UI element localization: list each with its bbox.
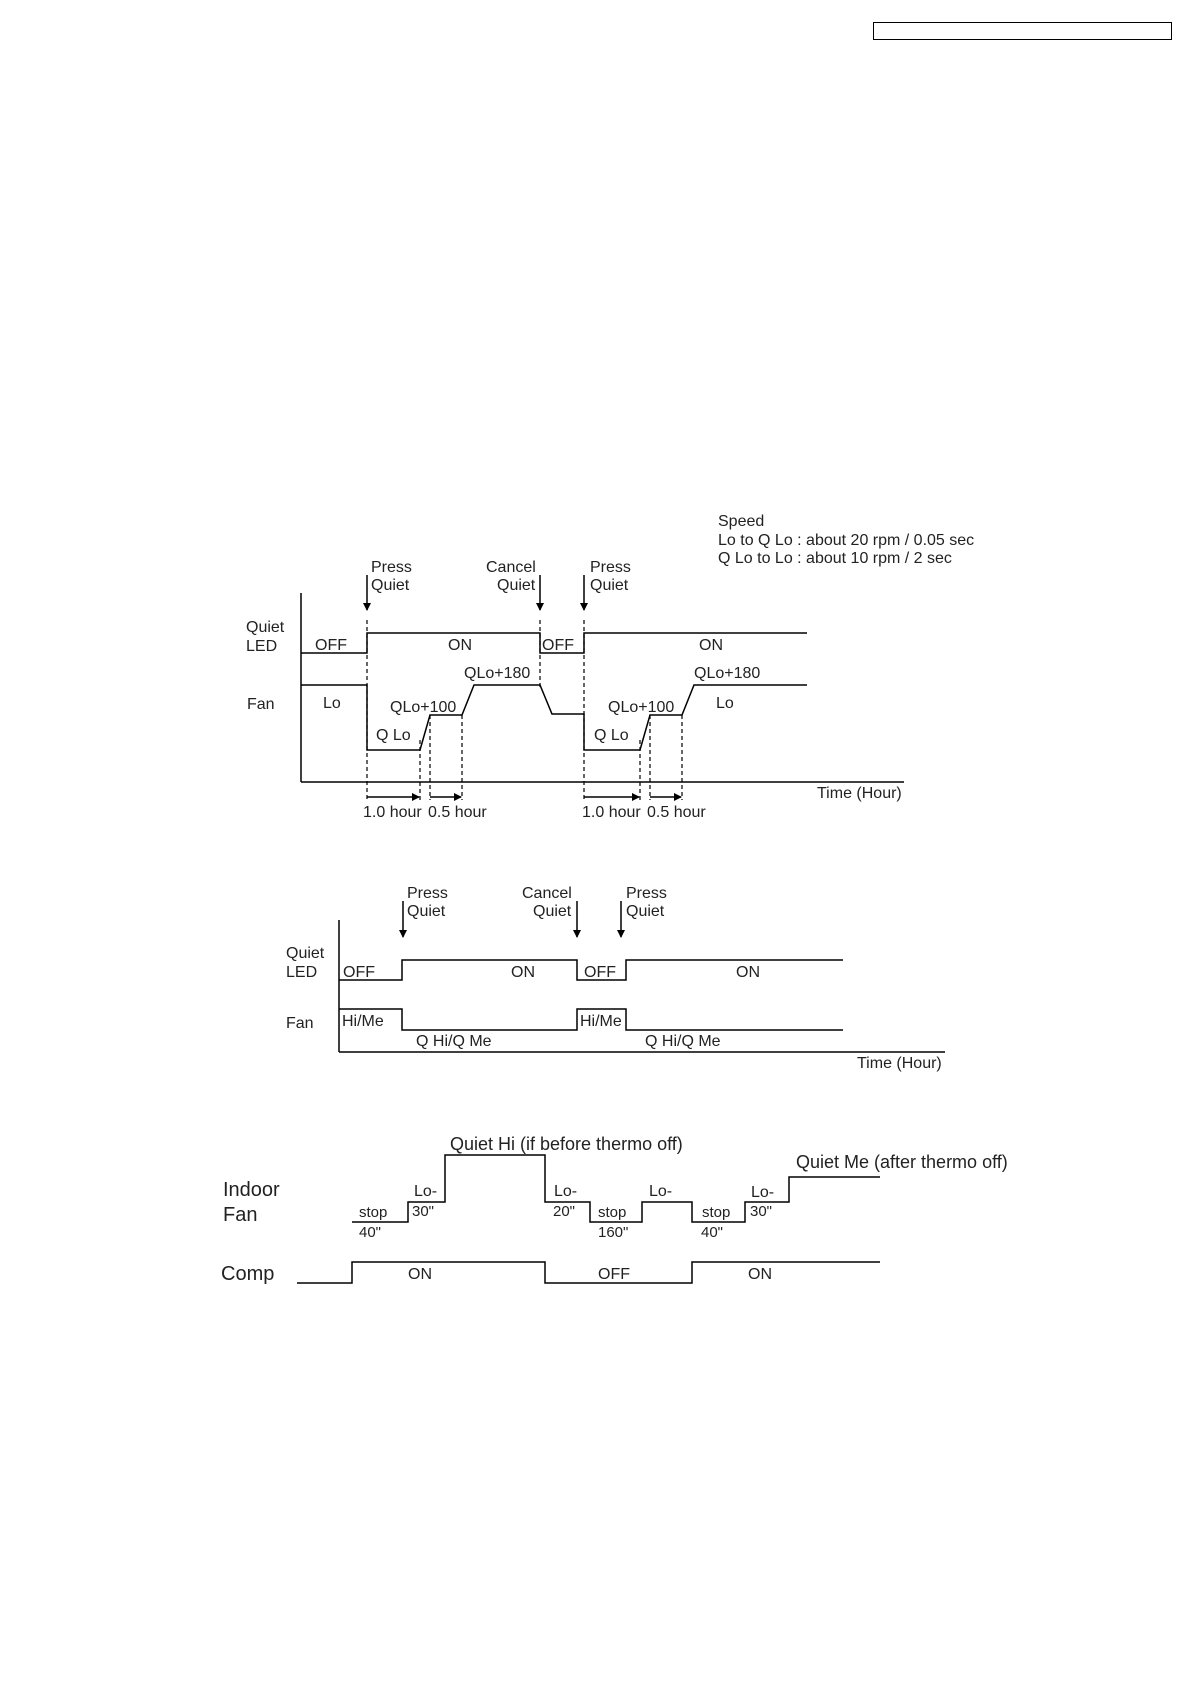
label-stop-1: stop (359, 1204, 387, 1221)
comp-on-1: ON (408, 1266, 432, 1283)
event-press-1: Press (371, 559, 412, 576)
row-label-fan: Fan (286, 1015, 314, 1032)
speed-line-2: Q Lo to Lo : about 10 rpm / 2 sec (718, 550, 952, 567)
duration-1h-b: 1.0 hour (582, 804, 641, 821)
fan-qlo-2: Q Lo (594, 727, 629, 744)
event-press-1-quiet: Quiet (371, 577, 410, 594)
led-off-2: OFF (584, 964, 616, 981)
label-stop-2: stop (598, 1204, 626, 1221)
speed-line-1: Lo to Q Lo : about 20 rpm / 0.05 sec (718, 532, 974, 549)
led-off-1: OFF (343, 964, 375, 981)
row-label-fan: Fan (247, 696, 275, 713)
label-20s: 20" (553, 1203, 575, 1220)
event-press-1: Press (407, 885, 448, 902)
label-stop-3: stop (702, 1204, 730, 1221)
label-40s-1: 40" (359, 1224, 381, 1241)
fan-qlo180-2: QLo+180 (694, 665, 760, 682)
event-press-2-quiet: Quiet (590, 577, 629, 594)
fan-qlo180-1: QLo+180 (464, 665, 530, 682)
event-cancel: Cancel (522, 885, 572, 902)
fan-qlo100-1: QLo+100 (390, 699, 456, 716)
diagram-2-quiet-hi-me: Press Quiet Cancel Quiet Press Quiet Qui… (286, 885, 945, 1072)
led-on-1: ON (448, 637, 472, 654)
led-on-2: ON (736, 964, 760, 981)
led-on-2: ON (699, 637, 723, 654)
fan-hime-2: Hi/Me (580, 1013, 622, 1030)
row-label-quiet: Quiet (246, 619, 285, 636)
row-label-fan: Fan (223, 1204, 257, 1226)
label-quiet-hi: Quiet Hi (if before thermo off) (450, 1134, 683, 1154)
label-40s-2: 40" (701, 1224, 723, 1241)
comp-on-2: ON (748, 1266, 772, 1283)
fan-qlo100-2: QLo+100 (608, 699, 674, 716)
label-lo-1: Lo- (414, 1183, 437, 1200)
row-label-indoor: Indoor (223, 1179, 280, 1201)
fan-qlo-1: Q Lo (376, 727, 411, 744)
event-press-1-quiet: Quiet (407, 903, 446, 920)
row-label-comp: Comp (221, 1263, 274, 1285)
led-off-1: OFF (315, 637, 347, 654)
label-lo-4: Lo- (751, 1184, 774, 1201)
comp-trace (297, 1261, 880, 1284)
label-30s-2: 30" (750, 1203, 772, 1220)
row-label-quiet: Quiet (286, 945, 325, 962)
duration-1h-a: 1.0 hour (363, 804, 422, 821)
label-lo-2: Lo- (554, 1183, 577, 1200)
indoor-fan-trace (352, 1154, 880, 1223)
time-label-1: Time (Hour) (817, 785, 902, 802)
fan-lo-2: Lo (716, 695, 734, 712)
led-on-1: ON (511, 964, 535, 981)
event-cancel: Cancel (486, 559, 536, 576)
diagram-3-thermo: Indoor Fan Comp Quiet Hi (if before ther… (221, 1134, 1008, 1285)
event-press-2: Press (590, 559, 631, 576)
duration-05h-a: 0.5 hour (428, 804, 487, 821)
label-quiet-me: Quiet Me (after thermo off) (796, 1152, 1008, 1172)
event-press-2: Press (626, 885, 667, 902)
time-label-2: Time (Hour) (857, 1055, 942, 1072)
header-box (873, 22, 1172, 40)
label-30s-1: 30" (412, 1203, 434, 1220)
event-cancel-quiet: Quiet (497, 577, 536, 594)
comp-off: OFF (598, 1266, 630, 1283)
duration-05h-b: 0.5 hour (647, 804, 706, 821)
label-lo-3: Lo- (649, 1183, 672, 1200)
speed-title: Speed (718, 513, 764, 530)
event-cancel-quiet: Quiet (533, 903, 572, 920)
fan-hime-1: Hi/Me (342, 1013, 384, 1030)
fan-qhime-1: Q Hi/Q Me (416, 1033, 492, 1050)
event-press-2-quiet: Quiet (626, 903, 665, 920)
fan-lo-1: Lo (323, 695, 341, 712)
label-160s: 160" (598, 1224, 628, 1241)
led-trace-2 (339, 959, 843, 981)
fan-trace-2 (339, 1008, 843, 1031)
diagram-1-quiet-lo: Speed Lo to Q Lo : about 20 rpm / 0.05 s… (246, 513, 974, 821)
led-off-2: OFF (542, 637, 574, 654)
row-label-led: LED (286, 964, 317, 981)
fan-qhime-2: Q Hi/Q Me (645, 1033, 721, 1050)
fan-trace-1 (301, 684, 807, 751)
row-label-led: LED (246, 638, 277, 655)
